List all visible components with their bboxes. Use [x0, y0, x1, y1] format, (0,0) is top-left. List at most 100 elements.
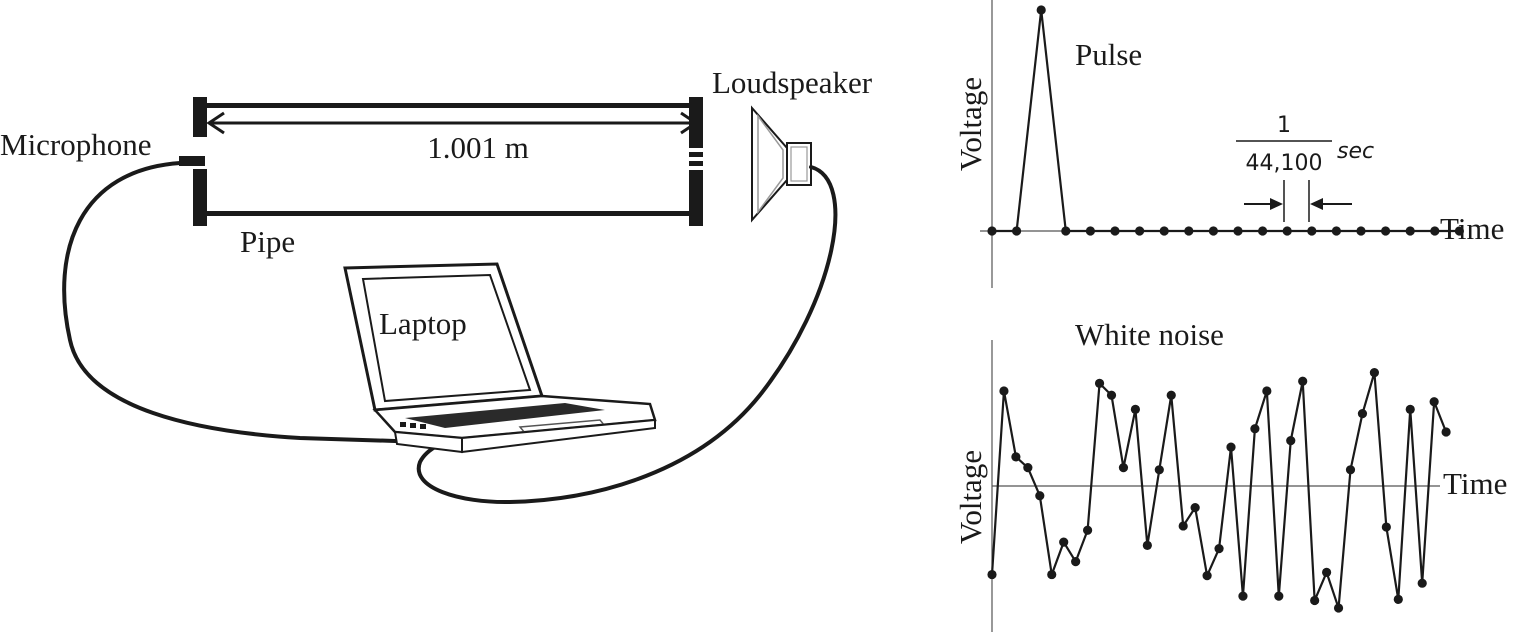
interval-denominator: 44,100 [1246, 151, 1323, 176]
noise-point [1429, 397, 1439, 407]
noise-point [1417, 578, 1427, 588]
noise-point [1286, 436, 1296, 446]
pulse-point [1184, 226, 1194, 236]
noise-point [1094, 378, 1105, 388]
laptop-port-3 [420, 424, 426, 429]
interval-arrow-left-head [1270, 198, 1283, 210]
pulse-point [1307, 226, 1317, 236]
noise-point [1154, 465, 1164, 475]
pulse-point [1061, 226, 1071, 236]
noise-series [987, 368, 1451, 613]
noise-point [1023, 463, 1033, 473]
noise-point [1059, 537, 1069, 547]
noise-point [1178, 521, 1188, 531]
loudspeaker-label: Loudspeaker [712, 65, 873, 100]
noise-point [1083, 525, 1093, 535]
noise-point [999, 386, 1009, 396]
noise-point [1357, 409, 1368, 419]
pipe [193, 97, 703, 226]
noise-point [1226, 442, 1236, 452]
pulse-series [987, 5, 1464, 236]
laptop-port-2 [410, 423, 416, 428]
noise-point [1035, 491, 1045, 501]
pulse-point [1135, 226, 1145, 236]
pulse-point [1282, 226, 1292, 236]
noise-point [1106, 390, 1117, 400]
pulse-title: Pulse [1075, 37, 1142, 72]
microphone [179, 156, 205, 166]
noise-line [990, 371, 1448, 610]
setup-diagram: 1.001 m Microphone Pipe Loudspeaker [0, 65, 873, 505]
microphone-cable [62, 161, 397, 443]
white-noise-chart: Voltage Time White noise [953, 317, 1507, 632]
noise-point [1405, 404, 1415, 414]
noise-y-label: Voltage [953, 450, 988, 544]
noise-point [1047, 569, 1057, 580]
microphone-label: Microphone [0, 127, 152, 162]
pulse-point [1356, 226, 1366, 236]
noise-point [1190, 503, 1200, 513]
pulse-point [1381, 226, 1391, 236]
noise-point [1011, 452, 1021, 462]
noise-point [1214, 544, 1224, 554]
pulse-point [1208, 226, 1218, 236]
noise-point [1166, 390, 1176, 400]
noise-point [1142, 540, 1152, 551]
laptop [343, 262, 657, 454]
interval-arrow-right-head [1310, 198, 1323, 210]
noise-point [1441, 427, 1451, 437]
pulse-point [1159, 226, 1169, 236]
pulse-point [1036, 5, 1046, 15]
noise-point [1322, 567, 1332, 578]
noise-x-label: Time [1443, 466, 1507, 501]
pipe-top-wall [207, 103, 689, 108]
noise-point [1262, 386, 1272, 396]
pulse-point [1454, 226, 1464, 236]
pulse-point [1012, 226, 1022, 236]
noise-point [987, 569, 997, 580]
pipe-bottom-wall [207, 211, 689, 216]
noise-title: White noise [1075, 317, 1224, 352]
pulse-x-label: Time [1440, 211, 1504, 246]
pipe-right-cap-slot-2 [689, 161, 703, 166]
noise-point [1118, 463, 1129, 473]
pulse-point [1085, 226, 1095, 236]
loudspeaker-cone-inner [757, 113, 784, 215]
pulse-y-label: Voltage [953, 77, 988, 171]
loudspeaker-cable [416, 165, 838, 505]
pulse-point [1258, 226, 1268, 236]
pipe-left-cap-upper [193, 97, 207, 137]
laptop-keyboard [405, 403, 605, 428]
noise-point [1381, 522, 1391, 532]
pulse-point [1331, 226, 1341, 236]
sample-interval-annotation: 1 44,100 sec [1236, 113, 1374, 222]
laptop-label: Laptop [379, 306, 467, 341]
pulse-point [1430, 226, 1440, 236]
noise-point [1202, 571, 1212, 581]
noise-point [1274, 591, 1284, 601]
interval-numerator: 1 [1277, 113, 1291, 138]
dimension-arrow-left [206, 111, 225, 135]
loudspeaker [751, 105, 812, 223]
pipe-length-label: 1.001 m [427, 130, 529, 165]
pulse-point [1110, 226, 1120, 236]
length-dimension [206, 111, 699, 135]
noise-point [1333, 603, 1344, 613]
pulse-point [987, 226, 997, 236]
loudspeaker-magnet-inner [790, 146, 808, 182]
noise-point [1071, 557, 1081, 567]
noise-point [1250, 424, 1260, 434]
noise-point [1130, 404, 1140, 414]
pulse-chart: Voltage Time Pulse 1 44,100 sec [953, 0, 1504, 288]
pulse-point [1405, 226, 1415, 236]
pipe-right-cap-slot-1 [689, 152, 703, 157]
noise-point [1298, 376, 1308, 386]
noise-point [1393, 594, 1403, 605]
pipe-left-cap-lower [193, 169, 207, 226]
laptop-side-edge [461, 418, 656, 454]
laptop-port-1 [400, 422, 406, 427]
pulse-point [1233, 226, 1243, 236]
noise-point [1310, 595, 1320, 606]
pipe-label: Pipe [240, 224, 295, 259]
